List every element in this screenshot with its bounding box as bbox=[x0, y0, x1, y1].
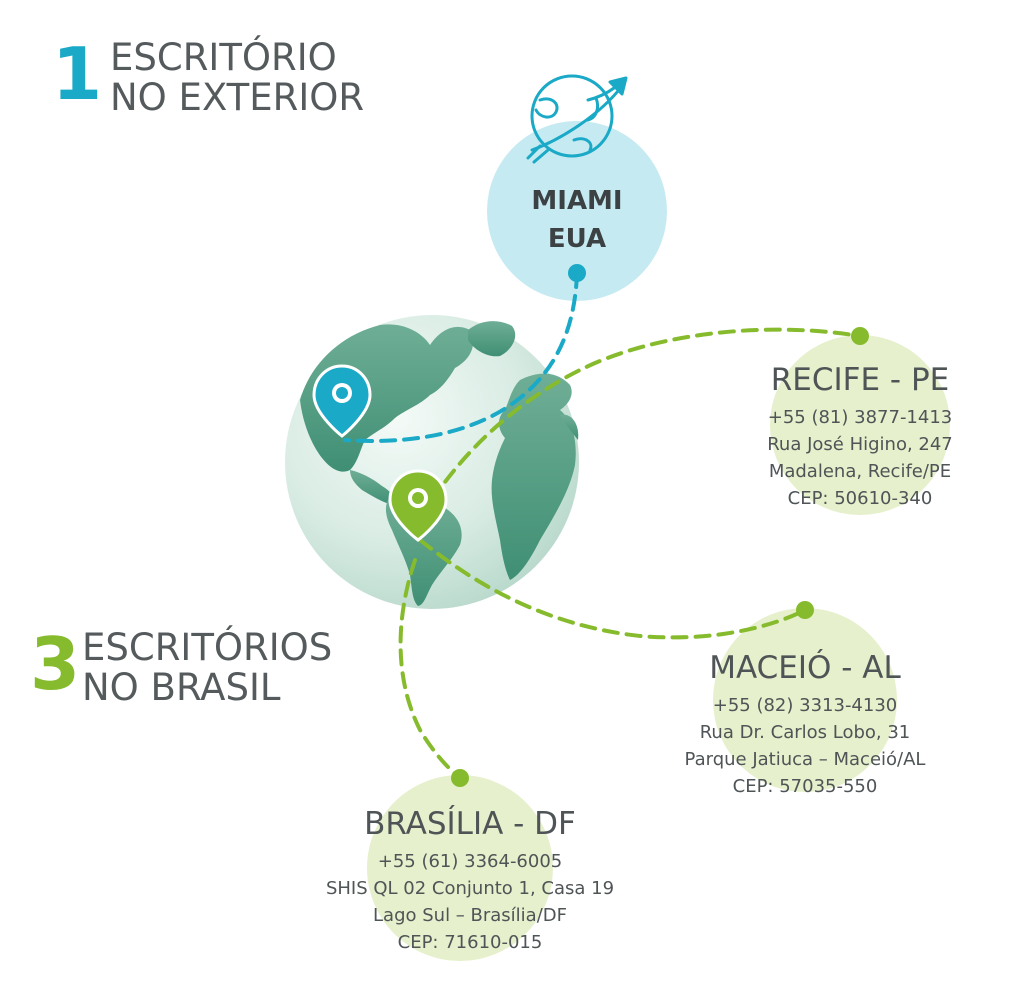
brasilia-circle bbox=[367, 775, 553, 961]
connection-brasilia bbox=[398, 558, 462, 780]
brazil-heading-line2: NO BRASIL bbox=[82, 666, 281, 709]
brazil-heading: 3 ESCRITÓRIOS NO BRASIL bbox=[30, 626, 370, 716]
maceio-dot bbox=[796, 601, 814, 619]
office-name: MACEIÓ - AL bbox=[709, 650, 901, 686]
office-street: Rua Dr. Carlos Lobo, 31 bbox=[699, 722, 911, 743]
office-phone: +55 (82) 3313-4130 bbox=[712, 695, 898, 716]
map-pin-brazil-icon bbox=[388, 469, 448, 542]
office-district: Madalena, Recife/PE bbox=[768, 461, 952, 482]
office-district: Lago Sul – Brasília/DF bbox=[373, 905, 567, 926]
office-phone: +55 (61) 3364-6005 bbox=[377, 851, 563, 872]
earth-globe-icon bbox=[285, 315, 579, 609]
maceio-circle bbox=[713, 608, 897, 792]
abroad-count: 1 bbox=[52, 32, 103, 116]
office-brasilia: BRASÍLIA - DF +55 (61) 3364-6005 SHIS QL… bbox=[280, 806, 660, 956]
connection-miami bbox=[343, 271, 579, 443]
office-phone: +55 (81) 3877-1413 bbox=[767, 407, 953, 428]
abroad-heading-line1: ESCRITÓRIO bbox=[110, 36, 337, 79]
office-recife: RECIFE - PE +55 (81) 3877-1413 Rua José … bbox=[710, 362, 1010, 512]
office-cep: CEP: 50610-340 bbox=[787, 488, 933, 509]
office-name: RECIFE - PE bbox=[770, 362, 950, 398]
globe-rocket-icon bbox=[526, 74, 628, 164]
abroad-heading: 1 ESCRITÓRIO NO EXTERIOR bbox=[52, 36, 392, 126]
miami-country: EUA bbox=[547, 224, 607, 254]
miami-city: MIAMI bbox=[531, 186, 623, 216]
brazil-count: 3 bbox=[30, 622, 81, 706]
map-pin-usa-icon bbox=[312, 364, 372, 438]
abroad-heading-line2: NO EXTERIOR bbox=[110, 76, 365, 119]
office-cep: CEP: 57035-550 bbox=[732, 776, 878, 797]
office-maceio: MACEIÓ - AL +55 (82) 3313-4130 Rua Dr. C… bbox=[630, 650, 980, 800]
brazil-heading-line1: ESCRITÓRIOS bbox=[82, 626, 333, 669]
connection-maceio bbox=[418, 538, 807, 640]
miami-circle bbox=[487, 121, 667, 301]
miami-dot bbox=[568, 264, 586, 282]
recife-circle bbox=[770, 335, 950, 515]
office-street: Rua José Higino, 247 bbox=[767, 434, 953, 455]
miami-office: MIAMI EUA bbox=[497, 182, 657, 258]
office-street: SHIS QL 02 Conjunto 1, Casa 19 bbox=[325, 878, 615, 899]
connection-recife bbox=[418, 327, 862, 522]
brasilia-dot bbox=[451, 769, 469, 787]
office-district: Parque Jatiuca – Maceió/AL bbox=[684, 749, 926, 770]
recife-dot bbox=[851, 327, 869, 345]
office-name: BRASÍLIA - DF bbox=[364, 806, 576, 842]
office-cep: CEP: 71610-015 bbox=[397, 932, 543, 953]
